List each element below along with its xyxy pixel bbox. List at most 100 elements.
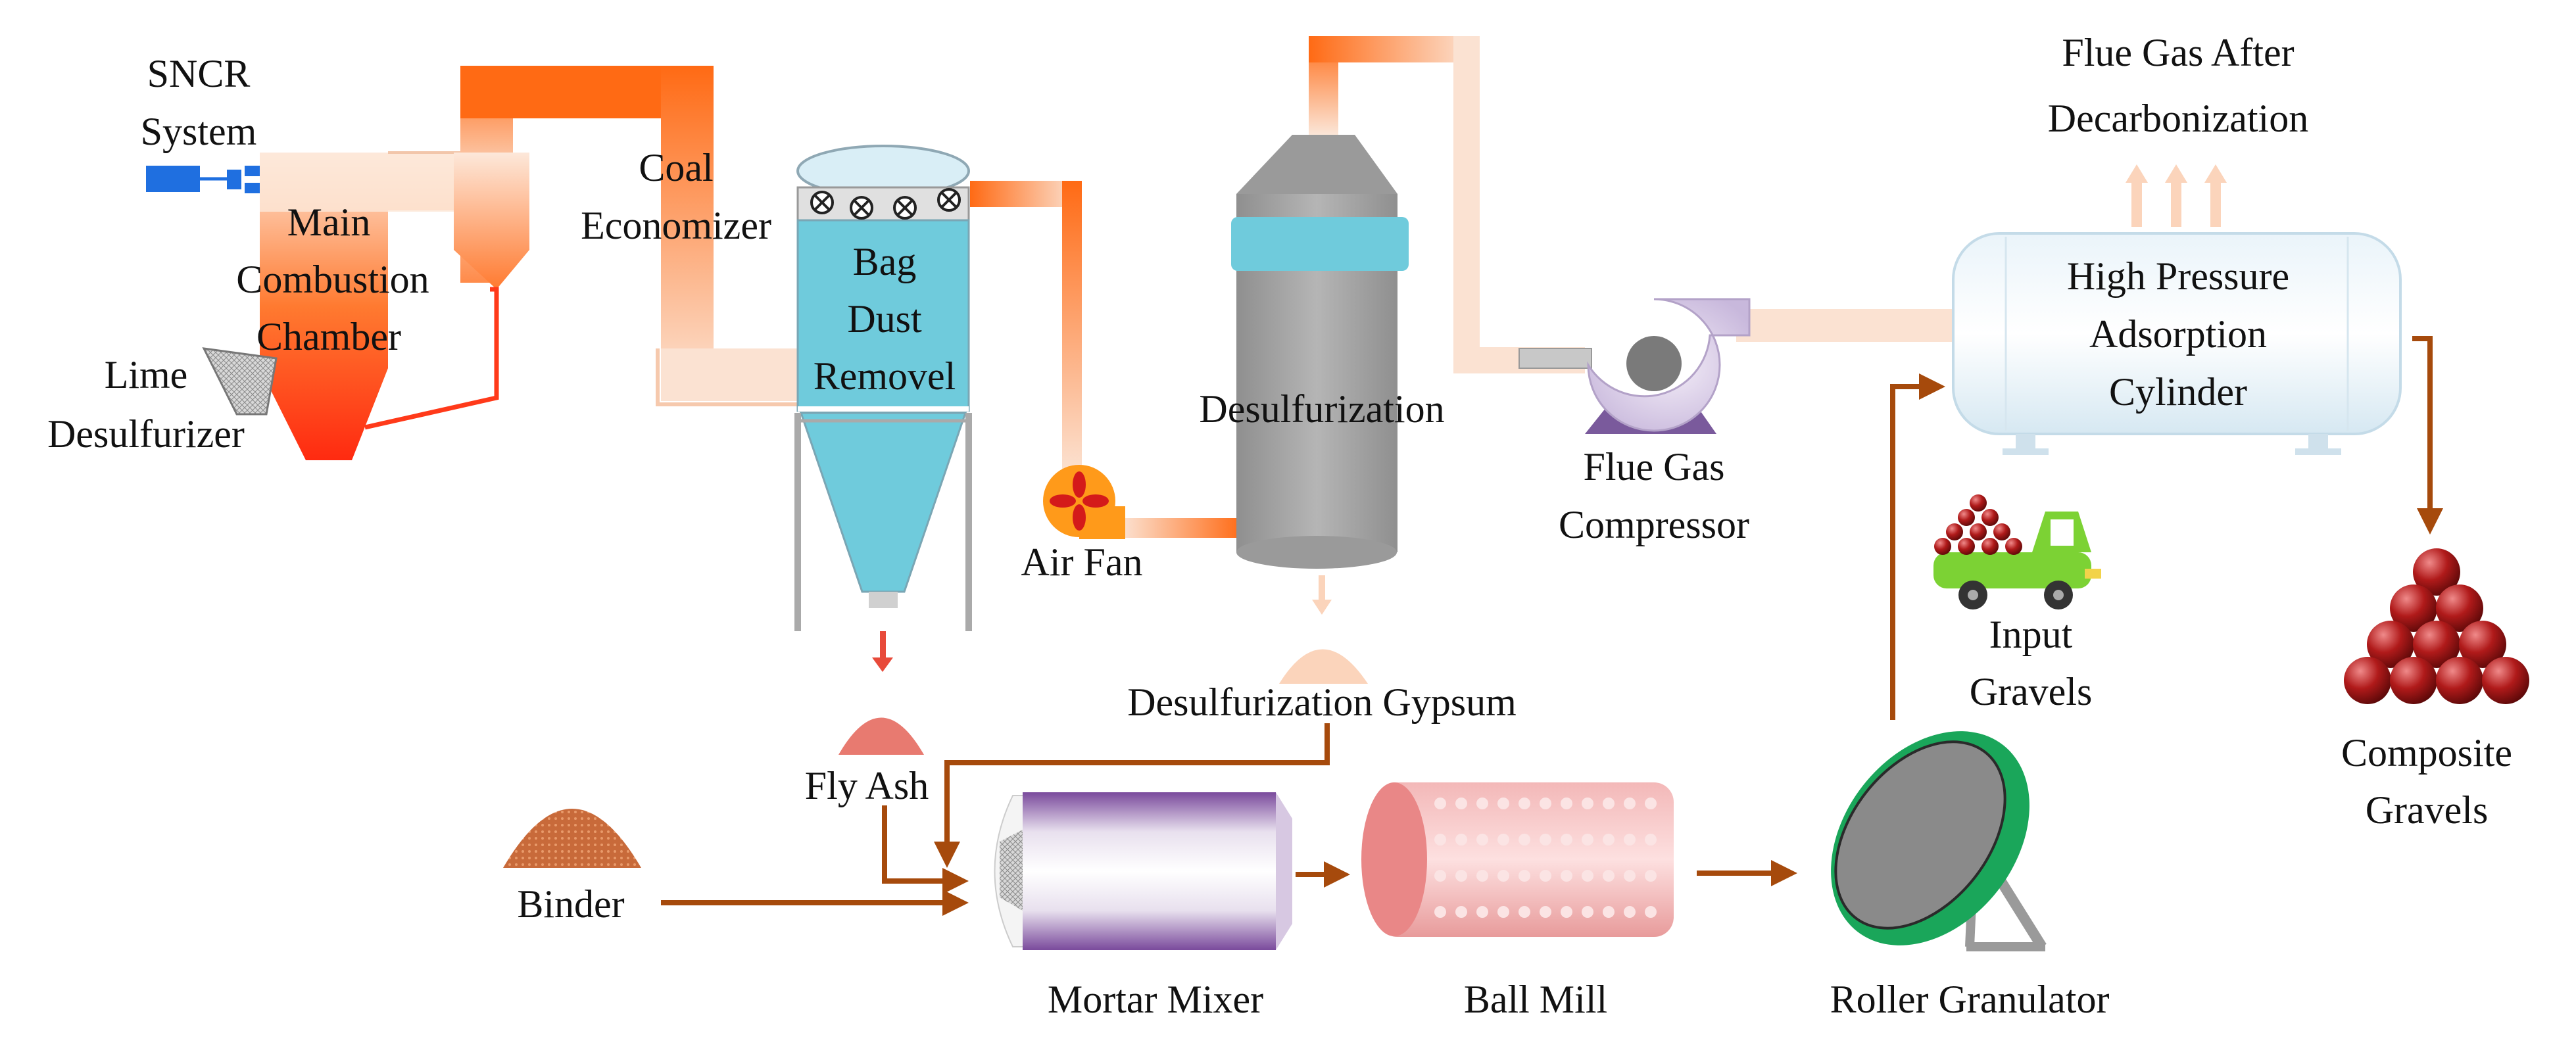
binder-pile bbox=[503, 809, 641, 868]
truck-gravel-ball bbox=[1958, 538, 1975, 555]
label-hp-3: Cylinder bbox=[2109, 370, 2247, 414]
mill-dot bbox=[1645, 798, 1657, 809]
mill-dot bbox=[1434, 870, 1446, 882]
label-main-2: Combustion bbox=[236, 258, 429, 301]
pipe-economizer-down bbox=[661, 66, 714, 401]
truck-gravel-ball bbox=[1958, 509, 1975, 526]
label-flue-after-1: Flue Gas After bbox=[2062, 31, 2294, 74]
mill-dot bbox=[1497, 906, 1509, 918]
mill-dot bbox=[1624, 834, 1636, 846]
mill-dot bbox=[1603, 870, 1615, 882]
gravel-ball bbox=[2367, 621, 2414, 668]
air-fan bbox=[1043, 465, 1125, 539]
mill-dot bbox=[1645, 870, 1657, 882]
mill-dot bbox=[1624, 870, 1636, 882]
mill-dot bbox=[1582, 834, 1593, 846]
compressor-volute bbox=[1587, 298, 1751, 432]
mill-dot bbox=[1540, 834, 1551, 846]
bag-dust-removal bbox=[794, 145, 972, 631]
label-air-fan: Air Fan bbox=[1021, 540, 1143, 584]
gravel-ball bbox=[2344, 657, 2391, 704]
label-sncr-1: SNCR bbox=[147, 52, 251, 95]
gypsum-pile bbox=[1279, 649, 1368, 684]
truck-gravel-ball bbox=[1993, 523, 2010, 540]
label-compressor-1: Flue Gas bbox=[1584, 445, 1725, 489]
mill-dot bbox=[1497, 834, 1509, 846]
mill-dot bbox=[1603, 834, 1615, 846]
gravel-ball bbox=[2390, 585, 2437, 632]
label-input-2: Gravels bbox=[1970, 670, 2093, 713]
mill-dot bbox=[1497, 798, 1509, 809]
sncr-system bbox=[146, 166, 271, 193]
mill-dot bbox=[1624, 906, 1636, 918]
sncr-unit bbox=[146, 166, 200, 192]
chamber-body bbox=[260, 153, 526, 460]
label-main-1: Main bbox=[287, 201, 371, 244]
mill-dot bbox=[1455, 798, 1467, 809]
fan-blades-icon bbox=[1050, 471, 1109, 531]
pipe-compressor-to-cylinder bbox=[1736, 309, 1953, 342]
composite-gravels-icon bbox=[2344, 548, 2529, 704]
mill-dot bbox=[1561, 870, 1572, 882]
compressor-impeller bbox=[1626, 336, 1682, 391]
label-hp-2: Adsorption bbox=[2089, 312, 2267, 356]
mill-dot bbox=[1582, 798, 1593, 809]
truck-icon bbox=[1933, 494, 2101, 609]
bag-body bbox=[796, 219, 970, 412]
mill-dot bbox=[1519, 834, 1530, 846]
labels: SNCR System Main Combustion Chamber Lime… bbox=[47, 31, 2512, 1021]
mill-dot bbox=[1561, 906, 1572, 918]
label-sncr-2: System bbox=[141, 110, 257, 153]
label-flue-after-2: Decarbonization bbox=[2048, 97, 2308, 140]
main-combustion-chamber bbox=[260, 151, 529, 460]
mill-dot bbox=[1455, 834, 1467, 846]
label-binder: Binder bbox=[517, 882, 624, 926]
gravel-ball bbox=[2390, 657, 2437, 704]
label-composite-1: Composite bbox=[2341, 731, 2512, 775]
truck-gravel bbox=[1934, 494, 2022, 555]
fly-ash-pile bbox=[838, 717, 924, 755]
gravel-ball bbox=[2413, 621, 2460, 668]
bag-hopper bbox=[799, 412, 967, 593]
label-input-1: Input bbox=[1989, 613, 2073, 656]
pipe-economizer-outline bbox=[656, 348, 799, 406]
gravel-ball bbox=[2413, 548, 2460, 596]
truck-gravel-ball bbox=[1981, 538, 1999, 555]
label-lime-2: Desulfurizer bbox=[47, 412, 245, 456]
mixer-body bbox=[1023, 792, 1276, 950]
mill-dot bbox=[1582, 906, 1593, 918]
truck-gravel-ball bbox=[1946, 523, 1963, 540]
label-roller-granulator: Roller Granulator bbox=[1830, 978, 2110, 1021]
gravel-ball bbox=[2436, 585, 2483, 632]
mill-dot bbox=[1519, 798, 1530, 809]
arrow-flyash-to-mixer bbox=[882, 805, 969, 894]
label-coal-1: Coal bbox=[639, 146, 713, 189]
mill-dot bbox=[1645, 906, 1657, 918]
mill-dot bbox=[1497, 870, 1509, 882]
label-ball-mill: Ball Mill bbox=[1464, 978, 1607, 1021]
label-bag-3: Removel bbox=[814, 354, 956, 398]
mill-dot bbox=[1603, 798, 1615, 809]
label-bag-1: Bag bbox=[853, 240, 917, 283]
label-fly-ash: Fly Ash bbox=[805, 764, 929, 807]
truck-gravel-ball bbox=[1970, 494, 1987, 512]
label-coal-2: Economizer bbox=[581, 204, 771, 247]
mill-dot bbox=[1434, 906, 1446, 918]
tower-cap bbox=[1236, 135, 1397, 194]
flue-pipes bbox=[460, 36, 1953, 538]
mill-dot bbox=[1434, 798, 1446, 809]
pipe-bag-to-fan-v bbox=[1062, 181, 1082, 483]
arrow-granulator-to-cylinder bbox=[1890, 373, 1945, 720]
mortar-mixer bbox=[994, 792, 1292, 950]
mill-dot bbox=[1519, 870, 1530, 882]
mill-dots bbox=[1434, 798, 1657, 918]
pipe-fan-to-tower bbox=[1118, 518, 1243, 538]
label-composite-2: Gravels bbox=[2366, 788, 2489, 832]
roller-granulator bbox=[1831, 731, 2047, 951]
gravel-ball bbox=[2436, 657, 2483, 704]
mill-dot bbox=[1540, 906, 1551, 918]
label-bag-2: Dust bbox=[847, 297, 922, 341]
truck-gravel-ball bbox=[2005, 538, 2022, 555]
arrow-gypsum-to-mixer bbox=[934, 723, 1330, 868]
label-desulfurization: Desulfurization bbox=[1199, 387, 1444, 431]
